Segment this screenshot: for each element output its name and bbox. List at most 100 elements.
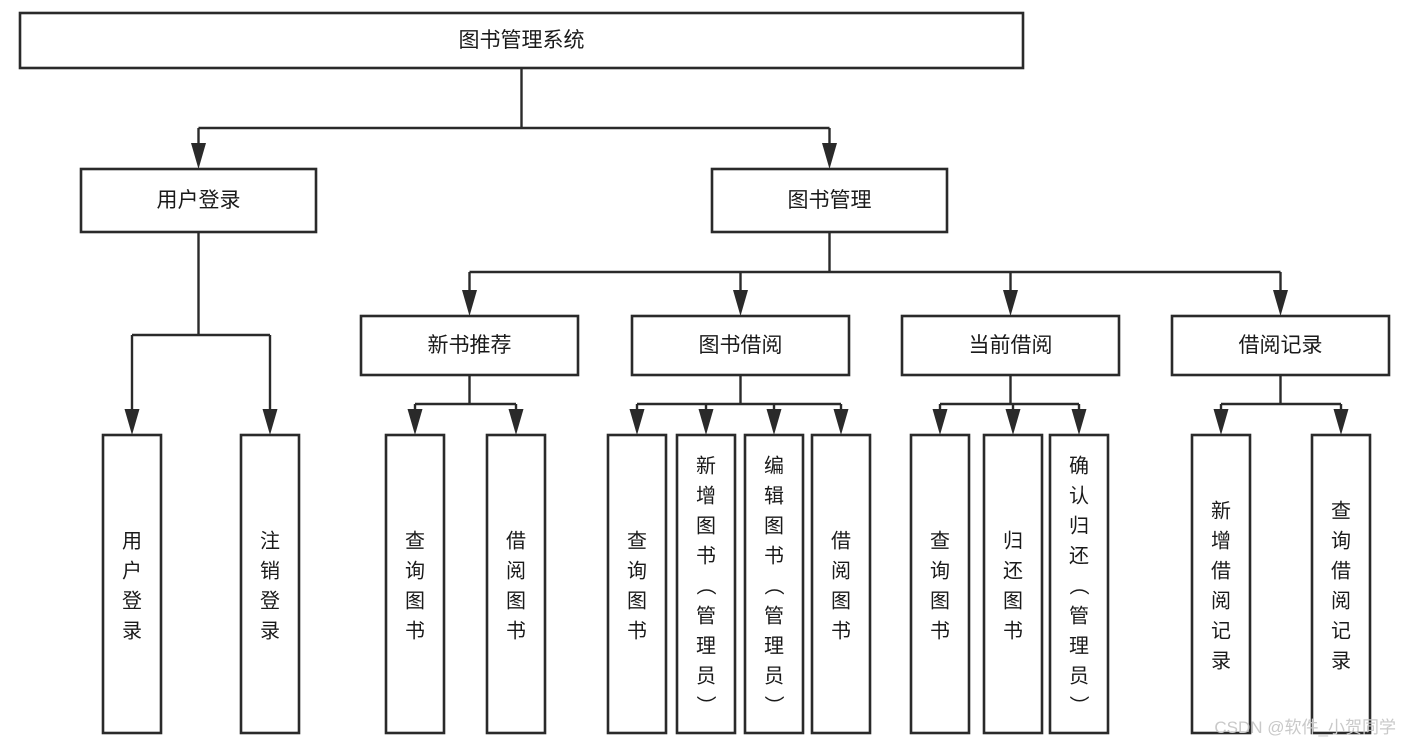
node-level1-0[interactable]: 用户登录 [79, 167, 318, 234]
node-level2-2[interactable]: 当前借阅 [900, 314, 1121, 377]
node-label-char: 新 [1211, 499, 1231, 522]
node-label-char: 录 [1211, 650, 1231, 672]
node-level1-1[interactable]: 图书管理 [710, 167, 949, 234]
node-label-char: 录 [260, 620, 280, 642]
node-label-char: 还 [1003, 559, 1023, 582]
node-label-char: 户 [122, 559, 142, 582]
node-root-图书管理系统[interactable]: 图书管理系统 [18, 11, 1025, 70]
node-label-char: 管 [764, 604, 784, 627]
node-label-char: （ [1067, 575, 1090, 595]
node-label-char: 图 [627, 590, 647, 612]
node-label-char: 理 [696, 635, 716, 657]
node-label-char: 书 [627, 619, 647, 642]
node-label-char: 编 [764, 454, 784, 477]
node-label-char: （ [762, 575, 785, 595]
node-label: 图书借阅 [699, 334, 783, 357]
node-label-char: 登 [122, 589, 142, 612]
node-label-char: 用 [122, 530, 142, 552]
node-label-char: 增 [1211, 529, 1231, 552]
node-label-char: 阅 [831, 559, 851, 582]
nodes-layer: 图书管理系统用户登录图书管理新书推荐图书借阅当前借阅借阅记录用户登录注销登录查询… [18, 11, 1391, 735]
node-label: 用户登录 [157, 189, 241, 212]
node-label-char: ） [1067, 695, 1090, 715]
node-label-char: 书 [405, 619, 425, 642]
csdn-watermark: CSDN @软件_小贺同学 [1214, 718, 1396, 737]
node-label-char: 归 [1069, 514, 1089, 537]
node-label-char: 认 [1069, 484, 1089, 507]
node-label: 图书管理系统 [459, 29, 585, 52]
node-label-char: 还 [1069, 544, 1089, 567]
node-label-char: 辑 [764, 484, 784, 507]
node-label-char: 书 [696, 544, 716, 567]
node-label-char: ） [694, 695, 717, 715]
node-label-char: 查 [627, 529, 647, 552]
node-label-char: 阅 [1331, 589, 1351, 612]
node-label-char: 书 [1003, 619, 1023, 642]
node-label-char: 询 [1331, 529, 1351, 552]
node-label-char: 借 [1331, 559, 1351, 582]
node-label-char: 书 [831, 619, 851, 642]
node-label-char: 图 [764, 515, 784, 537]
node-label-char: 记 [1331, 619, 1351, 642]
node-label-char: 阅 [506, 559, 526, 582]
node-label-char: （ [694, 575, 717, 595]
node-leaf-0[interactable]: 用户登录 [101, 433, 163, 735]
node-label-char: 图 [831, 590, 851, 612]
node-label-char: 员 [696, 665, 716, 687]
node-label-char: 询 [405, 559, 425, 582]
node-label-char: 书 [930, 619, 950, 642]
node-label-char: 图 [696, 515, 716, 537]
node-label-char: 询 [627, 559, 647, 582]
node-label-char: ） [762, 695, 785, 715]
node-label-char: 登 [260, 589, 280, 612]
node-label-char: 查 [930, 529, 950, 552]
node-label-char: 录 [1331, 650, 1351, 672]
node-label-char: 员 [1069, 665, 1089, 687]
node-label-char: 书 [506, 619, 526, 642]
connectors-layer [124, 68, 1349, 435]
node-label: 图书管理 [788, 189, 872, 212]
node-label-char: 管 [696, 604, 716, 627]
node-label-char: 查 [405, 529, 425, 552]
node-label-char: 归 [1003, 529, 1023, 552]
node-label-char: 阅 [1211, 589, 1231, 612]
node-label-char: 管 [1069, 604, 1089, 627]
node-label-char: 图 [405, 590, 425, 612]
node-label-char: 借 [506, 529, 526, 552]
node-label-char: 图 [506, 590, 526, 612]
node-label: 新书推荐 [428, 334, 512, 357]
node-level2-3[interactable]: 借阅记录 [1170, 314, 1391, 377]
node-label-char: 增 [696, 484, 716, 507]
node-label-char: 理 [764, 635, 784, 657]
node-label-char: 确 [1069, 454, 1089, 477]
node-label-char: 新 [696, 454, 716, 477]
node-label: 借阅记录 [1239, 334, 1323, 357]
node-label-char: 员 [764, 665, 784, 687]
node-label-char: 图 [930, 590, 950, 612]
node-label-char: 理 [1069, 635, 1089, 657]
node-label-char: 记 [1211, 619, 1231, 642]
node-label-char: 销 [260, 559, 280, 582]
node-label: 当前借阅 [969, 334, 1053, 357]
node-label-char: 书 [764, 544, 784, 567]
node-level2-0[interactable]: 新书推荐 [359, 314, 580, 377]
node-label-char: 询 [930, 559, 950, 582]
node-label-char: 注 [260, 529, 280, 552]
node-label-char: 图 [1003, 590, 1023, 612]
node-label-char: 查 [1331, 499, 1351, 522]
node-level2-1[interactable]: 图书借阅 [630, 314, 851, 377]
